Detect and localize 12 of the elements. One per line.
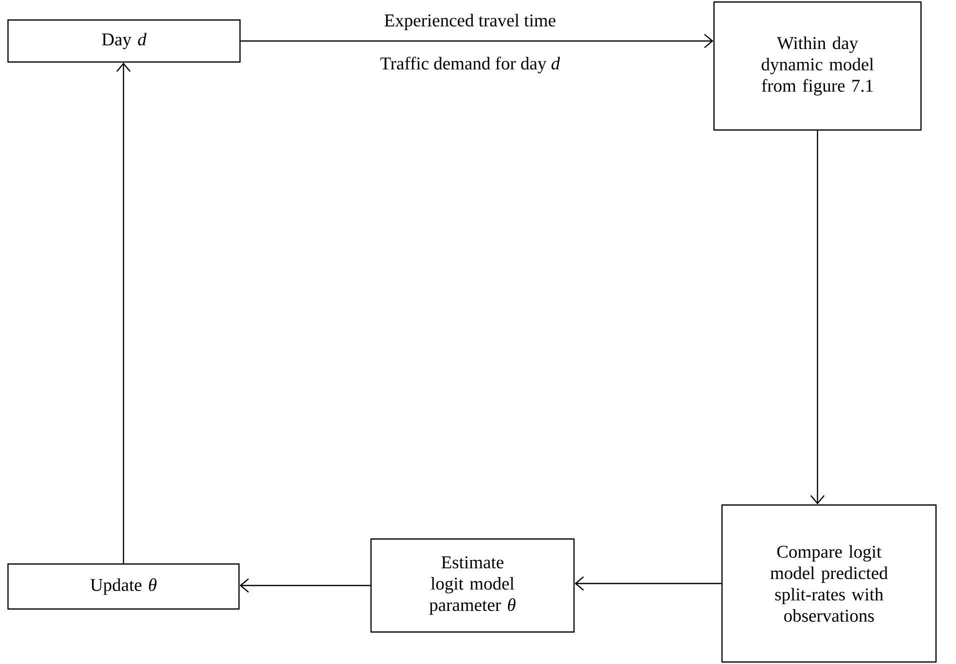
process-box: Day d [7, 19, 241, 63]
note-text: Traffic demand for day d [380, 56, 560, 74]
process-box: Within day dynamic model from figure 7.1 [713, 1, 922, 131]
arrow [116, 62, 131, 564]
arrow [574, 576, 722, 591]
arrow [240, 578, 370, 593]
edge-label: Experienced travel time [384, 14, 556, 30]
arrow [240, 34, 714, 48]
arrow [810, 130, 825, 504]
process-box: Estimate logit model parameter θ [370, 538, 575, 633]
process-box: Update θ [7, 563, 240, 610]
process-box: Compare logit model predicted split-rates with observations [721, 504, 937, 663]
